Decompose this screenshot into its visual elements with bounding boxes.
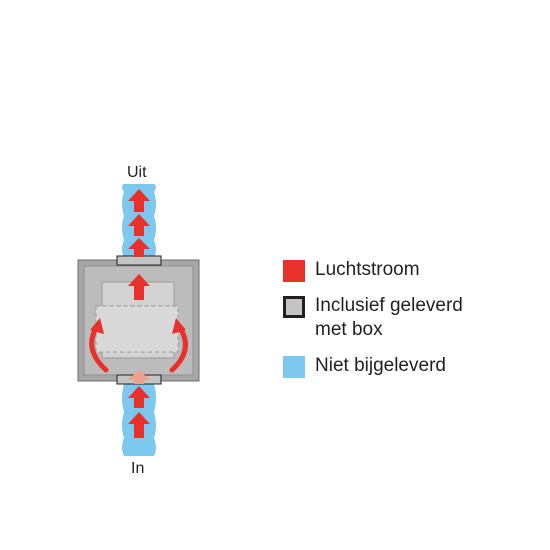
right-curved-arrowhead — [172, 318, 186, 334]
right-curved-arrow — [169, 325, 188, 373]
left-curved-arrow — [89, 325, 109, 373]
legend-item-airflow: Luchtstroom — [283, 258, 515, 282]
legend-item-included: Inclusief geleverd met box — [283, 294, 515, 342]
airflow-arrow — [128, 386, 150, 408]
airflow-swatch — [283, 260, 305, 282]
not-included-swatch — [283, 356, 305, 378]
legend-label: Luchtstroom — [315, 259, 420, 280]
airflow-arrow-faded — [128, 370, 150, 384]
internal-airflow-arrows — [89, 325, 188, 373]
outlet-label: Uit — [127, 164, 147, 181]
legend-label: Inclusief geleverd met box — [315, 295, 463, 340]
legend-item-not-included: Niet bijgeleverd — [283, 354, 515, 378]
airflow-arrow — [128, 412, 150, 438]
airflow-arrow — [128, 274, 150, 300]
legend-label: Niet bijgeleverd — [315, 355, 446, 376]
legend: Luchtstroom Inclusief geleverd met box N… — [283, 258, 515, 390]
airflow-arrows — [128, 189, 150, 438]
airflow-arrow — [128, 189, 150, 212]
airflow-arrow — [128, 214, 150, 236]
left-curved-arrowhead — [90, 318, 104, 334]
included-swatch — [283, 296, 305, 318]
inlet-label: In — [131, 460, 145, 477]
airflow-arrow — [128, 238, 150, 257]
top-connector — [116, 255, 162, 266]
